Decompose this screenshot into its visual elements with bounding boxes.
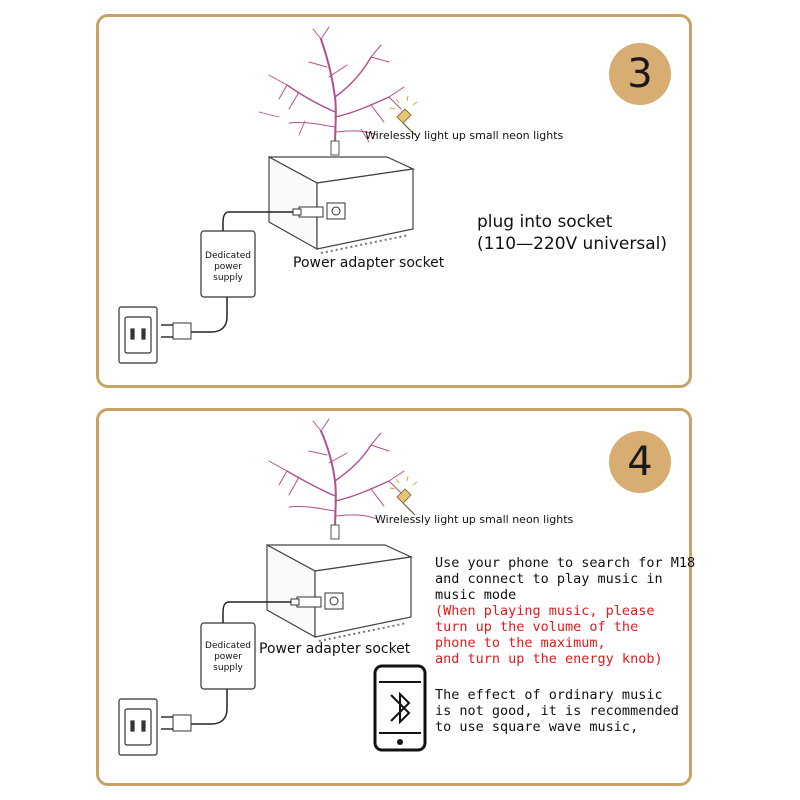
tesla-coil-box xyxy=(268,155,416,254)
step-4-badge: 4 xyxy=(609,431,671,493)
warning-line-3: phone to the maximum, xyxy=(435,635,606,651)
plasma-discharge-icon xyxy=(258,26,405,148)
warning-line-2: turn up the volume of the xyxy=(435,619,639,635)
power-jack-icon xyxy=(292,202,346,220)
tesla-coil-box xyxy=(266,543,414,642)
step-3-panel: 3 xyxy=(96,14,692,388)
tip-line-2: is not good, it is recommended xyxy=(435,703,679,719)
instruction-line-2: and connect to play music in xyxy=(435,571,663,587)
plug-line-1: plug into socket xyxy=(477,212,613,232)
wall-outlet-icon xyxy=(118,698,158,756)
plasma-discharge-icon xyxy=(268,418,405,532)
step-4-illustration xyxy=(118,418,427,756)
power-supply-icon xyxy=(200,230,256,298)
neon-bulb-icon xyxy=(389,475,418,516)
step-3-illustration xyxy=(118,26,418,364)
music-mode-instructions: Use your phone to search for M18 and con… xyxy=(435,555,695,667)
plug-icon xyxy=(161,322,192,340)
warning-line-1: (When playing music, please xyxy=(435,603,655,619)
music-tip: The effect of ordinary music is not good… xyxy=(435,687,679,735)
neon-lights-label: Wirelessly light up small neon lights xyxy=(365,129,564,142)
power-adapter-socket-label: Power adapter socket xyxy=(259,641,411,657)
power-supply-icon xyxy=(200,622,256,690)
tip-line-1: The effect of ordinary music xyxy=(435,687,663,703)
bluetooth-phone-icon xyxy=(373,664,427,752)
instruction-line-1: Use your phone to search for M18 xyxy=(435,555,696,571)
instruction-line-3: music mode xyxy=(435,587,517,603)
warning-line-4: and turn up the energy knob) xyxy=(435,651,663,667)
step-4-panel: 4 xyxy=(96,408,695,786)
plug-icon xyxy=(161,714,192,732)
dedicated-power-supply-label: Dedicated power supply xyxy=(205,641,251,673)
step-3-badge: 3 xyxy=(609,43,671,105)
neon-bulb-icon xyxy=(389,95,418,136)
tip-line-3: to use square wave music, xyxy=(435,719,639,735)
power-adapter-socket-label: Power adapter socket xyxy=(293,255,445,271)
plug-instructions: plug into socket (110—220V universal) xyxy=(477,211,667,255)
neon-lights-label: Wirelessly light up small neon lights xyxy=(375,513,574,526)
wall-outlet-icon xyxy=(118,306,158,364)
dedicated-power-supply-label: Dedicated power supply xyxy=(205,251,251,283)
plug-line-2: (110—220V universal) xyxy=(477,234,667,254)
